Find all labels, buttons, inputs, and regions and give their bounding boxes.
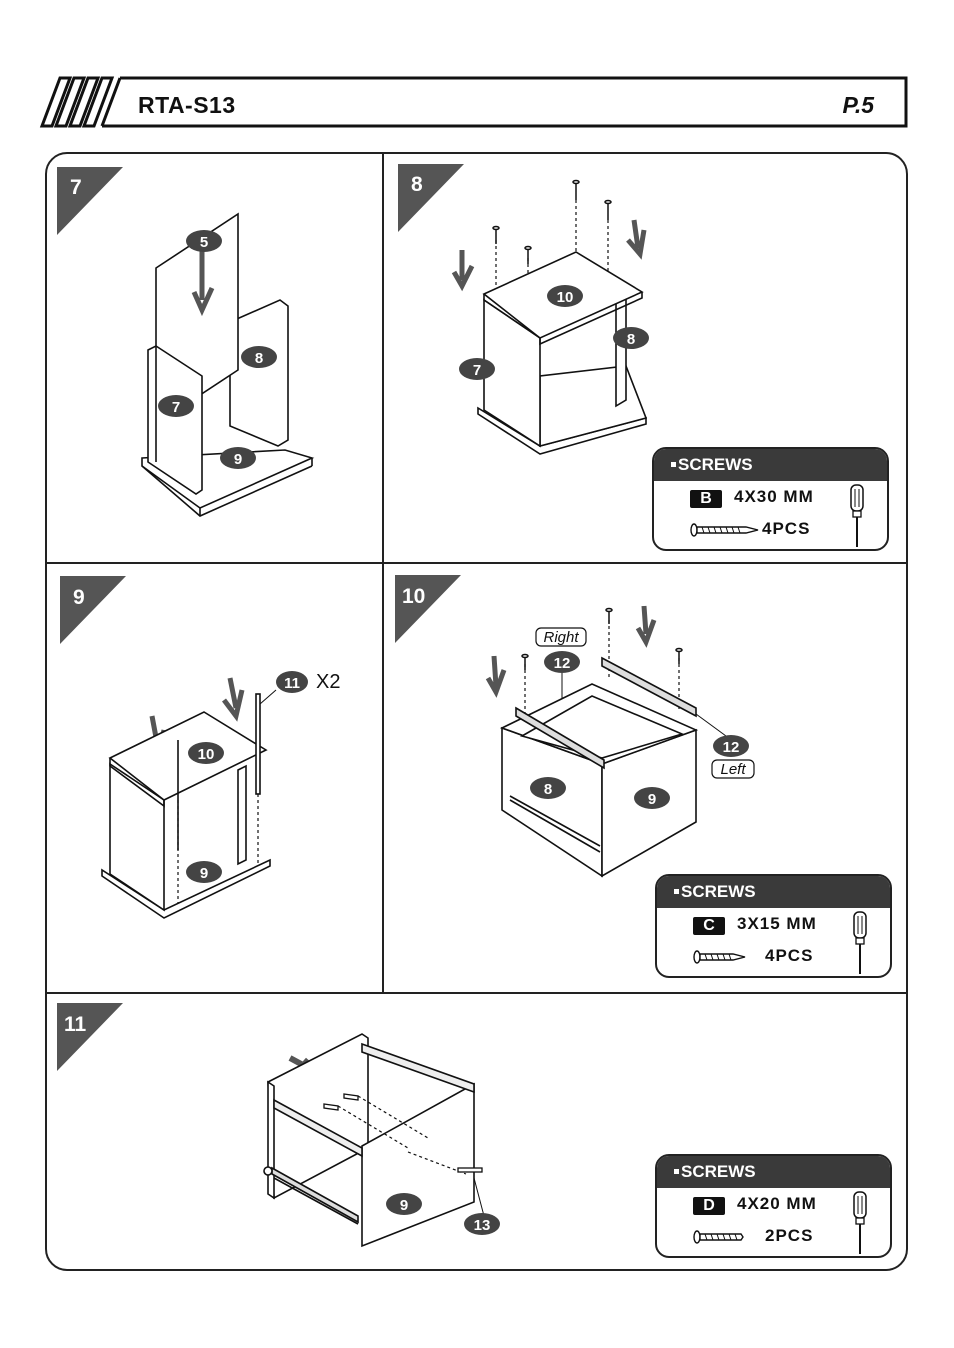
left-label: Left: [711, 759, 755, 779]
right-label-text: Right: [543, 629, 579, 646]
part-label-10: 10: [547, 285, 583, 307]
step-9-number: 9: [73, 586, 85, 609]
part-label-5: 5: [186, 230, 222, 252]
right-label: Right: [535, 627, 587, 647]
part-label-9-text: 9: [400, 1197, 408, 1214]
screwdriver-icon: [850, 484, 864, 547]
screw-code-badge: B: [690, 490, 722, 508]
step-flag-shape: [398, 164, 464, 232]
step-7-illustration: 5 8 7 9: [141, 212, 315, 517]
part-label-10-text: 10: [198, 746, 215, 763]
step-flag-shape: [57, 1003, 123, 1071]
step-flag-shape: [395, 575, 461, 643]
part-label-8-text: 8: [255, 350, 263, 367]
screws-box-b: SCREWS B 4X30 MM 4PCS: [652, 447, 889, 551]
step-9-illustration: 11 X2 10 9: [101, 671, 340, 919]
instruction-frame: [45, 152, 908, 1271]
page-number: P.5: [842, 92, 874, 118]
screw-code-badge: D: [693, 1197, 725, 1215]
part-label-13-text: 13: [474, 1217, 491, 1234]
screw-icon: [693, 950, 746, 964]
part-label-9-text: 9: [234, 451, 242, 468]
part-label-9: 9: [220, 447, 256, 469]
part-label-12-left-text: 12: [723, 739, 740, 756]
part-label-9: 9: [634, 787, 670, 809]
screw-size: 4X30 MM: [734, 487, 814, 506]
screw-quantity: 2PCS: [765, 1226, 814, 1245]
screw-quantity: 4PCS: [765, 946, 814, 965]
part-label-12-right-text: 12: [554, 655, 571, 672]
part-label-12-left: 12: [713, 735, 749, 757]
part-label-9-text: 9: [648, 791, 656, 808]
divider-vertical-top: [382, 153, 384, 993]
screws-box-c: SCREWS C 3X15 MM 4PCS: [655, 874, 892, 978]
part-label-7-text: 7: [473, 362, 481, 379]
screws-heading: SCREWS: [654, 449, 887, 481]
part-label-8: 8: [241, 346, 277, 368]
step-11-number: 11: [64, 1013, 87, 1036]
part-label-9-text: 9: [200, 865, 208, 882]
step-flag-shape: [57, 167, 123, 235]
part-label-10: 10: [188, 742, 224, 764]
part-label-8-text: 8: [544, 781, 552, 798]
part-label-8: 8: [530, 777, 566, 799]
divider-horizontal-1: [46, 562, 907, 564]
part-label-8-text: 8: [627, 331, 635, 348]
screw-icon: [693, 1230, 744, 1244]
screw-icon: [690, 523, 759, 537]
step-7-number: 7: [70, 176, 82, 199]
divider-horizontal-2: [46, 992, 907, 994]
part-label-7: 7: [158, 395, 194, 417]
screws-heading: SCREWS: [657, 1156, 890, 1188]
part-label-12-right: 12: [544, 651, 580, 673]
part-label-5-text: 5: [200, 234, 208, 251]
part-label-11-text: 11: [284, 675, 300, 692]
step-11-illustration: 9 13: [263, 1033, 500, 1248]
part-label-7: 7: [459, 358, 495, 380]
part-label-7-text: 7: [172, 399, 180, 416]
step-8-number: 8: [411, 173, 423, 196]
part-label-8: 8: [613, 327, 649, 349]
part-label-9: 9: [386, 1193, 422, 1215]
step-8-illustration: 10 8 7: [451, 179, 649, 455]
step-flag-shape: [60, 576, 126, 644]
screws-heading: SCREWS: [657, 876, 890, 908]
left-label-text: Left: [720, 761, 746, 778]
screwdriver-icon: [853, 911, 867, 974]
screw-size: 4X20 MM: [737, 1194, 817, 1213]
screw-size: 3X15 MM: [737, 914, 817, 933]
step-10-illustration: Right 12 12 Left 8: [485, 605, 755, 878]
step-10-number: 10: [402, 585, 426, 608]
model-title: RTA-S13: [138, 92, 236, 118]
quantity-note: X2: [316, 671, 340, 693]
page-header: RTA-S13 P.5: [0, 0, 954, 140]
part-label-13: 13: [464, 1213, 500, 1235]
screws-box-d: SCREWS D 4X20 MM 2PCS: [655, 1154, 892, 1258]
header-frame: [39, 76, 908, 128]
part-label-10-text: 10: [557, 289, 574, 306]
screwdriver-icon: [853, 1191, 867, 1254]
screw-code-badge: C: [693, 917, 725, 935]
part-label-9: 9: [186, 861, 222, 883]
part-label-11: 11: [276, 671, 308, 693]
screw-quantity: 4PCS: [762, 519, 811, 538]
